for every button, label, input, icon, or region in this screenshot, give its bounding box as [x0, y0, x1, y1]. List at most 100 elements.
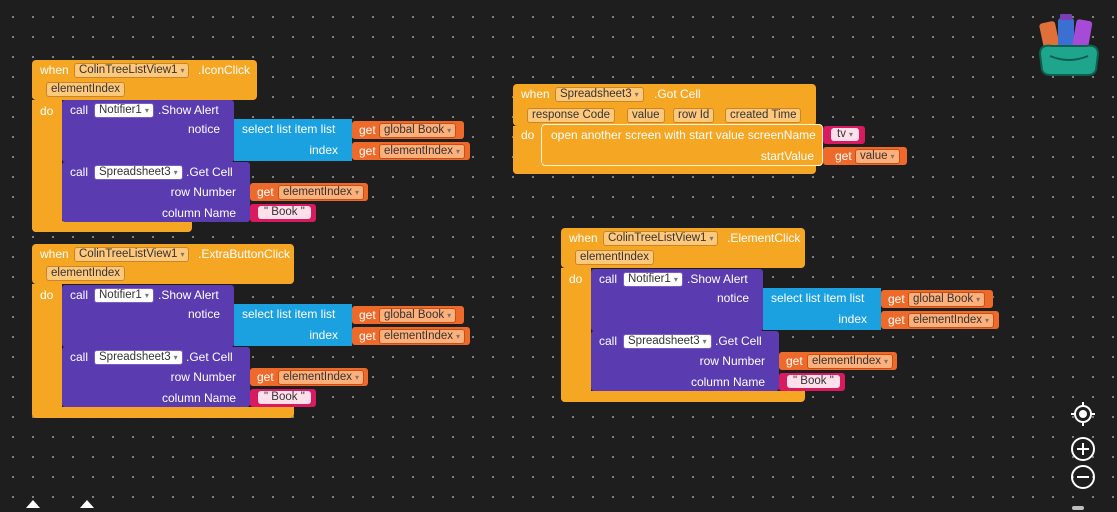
param-value[interactable]: value	[627, 108, 665, 123]
call-label: call	[599, 272, 618, 286]
collapsed-block-marker[interactable]	[26, 497, 40, 508]
get-label: get	[359, 144, 376, 158]
get-label: get	[359, 308, 376, 322]
text-book-block[interactable]: " Book "	[779, 373, 845, 391]
variable-dropdown[interactable]: elementIndex▾	[379, 144, 466, 159]
recenter-icon[interactable]	[1071, 402, 1095, 426]
variable-dropdown[interactable]: elementIndex▾	[807, 354, 894, 369]
open-another-screen-block[interactable]: open another screen with start value scr…	[541, 124, 823, 166]
component-dropdown[interactable]: Notifier1▾	[94, 103, 154, 118]
variable-dropdown[interactable]: elementIndex▾	[379, 329, 466, 344]
index-label: index	[309, 328, 338, 342]
component-dropdown[interactable]: Notifier1▾	[623, 272, 683, 287]
component-dropdown[interactable]: ColinTreeListView1▾	[74, 247, 190, 262]
text-value[interactable]: " Book "	[258, 206, 311, 219]
call-show-alert-block[interactable]: call Notifier1▾ .Show Alert notice	[591, 269, 763, 331]
scrollbar-horizontal[interactable]	[1072, 506, 1084, 510]
do-label: do	[40, 104, 54, 118]
method-name: .Get Cell	[186, 165, 233, 179]
arg-row-number: row Number	[170, 185, 236, 199]
get-label: get	[257, 185, 274, 199]
call-label: call	[70, 165, 89, 179]
backpack-icon[interactable]	[1036, 14, 1102, 76]
arg-column-name: column Name	[161, 206, 236, 220]
select-list-item-block[interactable]: select list item list index	[234, 119, 352, 161]
call-get-cell-block[interactable]: call Spreadsheet3▾ .Get Cell row Number …	[591, 331, 779, 391]
text-value[interactable]: tv▾	[831, 128, 859, 141]
event-name: .Got Cell	[654, 87, 701, 101]
get-element-index-block[interactable]: get elementIndex▾	[881, 311, 999, 329]
component-dropdown[interactable]: Spreadsheet3▾	[94, 350, 183, 365]
select-list-item-label: select list item list	[771, 291, 865, 305]
select-list-item-block[interactable]: select list item list index	[763, 288, 881, 330]
variable-dropdown[interactable]: value▾	[855, 149, 900, 164]
event-block-got-cell[interactable]: when Spreadsheet3▾ .Got Cell response Co…	[513, 84, 816, 174]
get-element-index-block[interactable]: get elementIndex▾	[250, 183, 368, 201]
variable-dropdown[interactable]: global Book▾	[908, 292, 986, 307]
call-label: call	[70, 103, 89, 117]
zoom-out-icon[interactable]	[1070, 464, 1096, 490]
method-name: .Show Alert	[158, 103, 219, 117]
get-global-book-block[interactable]: get global Book▾	[352, 306, 464, 324]
method-name: .Get Cell	[715, 334, 762, 348]
get-element-index-block[interactable]: get elementIndex▾	[352, 327, 470, 345]
event-block-extrabuttonclick[interactable]: when ColinTreeListView1▾ .ExtraButtonCli…	[32, 244, 294, 418]
component-dropdown[interactable]: ColinTreeListView1▾	[74, 63, 190, 78]
get-global-book-block[interactable]: get global Book▾	[352, 121, 464, 139]
call-label: call	[70, 350, 89, 364]
variable-dropdown[interactable]: global Book▾	[379, 308, 457, 323]
method-name: .Show Alert	[158, 288, 219, 302]
param-response-code[interactable]: response Code	[527, 108, 615, 123]
variable-dropdown[interactable]: elementIndex▾	[278, 185, 365, 200]
param-element-index[interactable]: elementIndex	[46, 266, 126, 281]
get-label: get	[888, 292, 905, 306]
variable-dropdown[interactable]: global Book▾	[379, 123, 457, 138]
param-created-time[interactable]: created Time	[725, 108, 802, 123]
param-element-index[interactable]: elementIndex	[46, 82, 126, 97]
get-element-index-block[interactable]: get elementIndex▾	[352, 142, 470, 160]
get-global-book-block[interactable]: get global Book▾	[881, 290, 993, 308]
param-element-index[interactable]: elementIndex	[575, 250, 655, 265]
component-dropdown[interactable]: Notifier1▾	[94, 288, 154, 303]
arg-notice: notice	[187, 122, 220, 136]
call-label: call	[599, 334, 618, 348]
component-dropdown[interactable]: Spreadsheet3▾	[555, 87, 644, 102]
text-tv-block[interactable]: tv▾	[823, 126, 865, 144]
text-value[interactable]: " Book "	[258, 391, 311, 404]
get-value-block[interactable]: get value▾	[823, 147, 907, 165]
zoom-in-icon[interactable]	[1070, 436, 1096, 462]
event-block-elementclick[interactable]: when ColinTreeListView1▾ .ElementClick e…	[561, 228, 805, 402]
when-label: when	[40, 63, 69, 77]
do-label: do	[40, 288, 54, 302]
param-row-id[interactable]: row Id	[673, 108, 715, 123]
event-name: .ExtraButtonClick	[198, 247, 291, 261]
collapsed-block-marker[interactable]	[80, 497, 94, 508]
component-dropdown[interactable]: Spreadsheet3▾	[623, 334, 712, 349]
call-get-cell-block[interactable]: call Spreadsheet3▾ .Get Cell row Number …	[62, 162, 250, 222]
text-value[interactable]: " Book "	[787, 375, 840, 388]
get-label: get	[888, 313, 905, 327]
get-label: get	[359, 123, 376, 137]
component-dropdown[interactable]: Spreadsheet3▾	[94, 165, 183, 180]
variable-dropdown[interactable]: elementIndex▾	[908, 313, 995, 328]
method-name: .Show Alert	[687, 272, 748, 286]
when-label: when	[569, 231, 598, 245]
text-book-block[interactable]: " Book "	[250, 204, 316, 222]
get-element-index-block[interactable]: get elementIndex▾	[779, 352, 897, 370]
call-show-alert-block[interactable]: call Notifier1▾ .Show Alert notice	[62, 100, 234, 162]
get-label: get	[359, 329, 376, 343]
when-label: when	[40, 247, 69, 261]
call-get-cell-block[interactable]: call Spreadsheet3▾ .Get Cell row Number …	[62, 347, 250, 407]
text-book-block[interactable]: " Book "	[250, 389, 316, 407]
call-show-alert-block[interactable]: call Notifier1▾ .Show Alert notice	[62, 285, 234, 347]
variable-dropdown[interactable]: elementIndex▾	[278, 370, 365, 385]
event-block-iconclick[interactable]: when ColinTreeListView1▾ .IconClick elem…	[32, 60, 257, 232]
index-label: index	[309, 143, 338, 157]
arg-column-name: column Name	[161, 391, 236, 405]
arg-column-name: column Name	[690, 375, 765, 389]
arg-notice: notice	[187, 307, 220, 321]
arg-start-value: startValue	[760, 149, 814, 163]
component-dropdown[interactable]: ColinTreeListView1▾	[603, 231, 719, 246]
get-element-index-block[interactable]: get elementIndex▾	[250, 368, 368, 386]
select-list-item-block[interactable]: select list item list index	[234, 304, 352, 346]
